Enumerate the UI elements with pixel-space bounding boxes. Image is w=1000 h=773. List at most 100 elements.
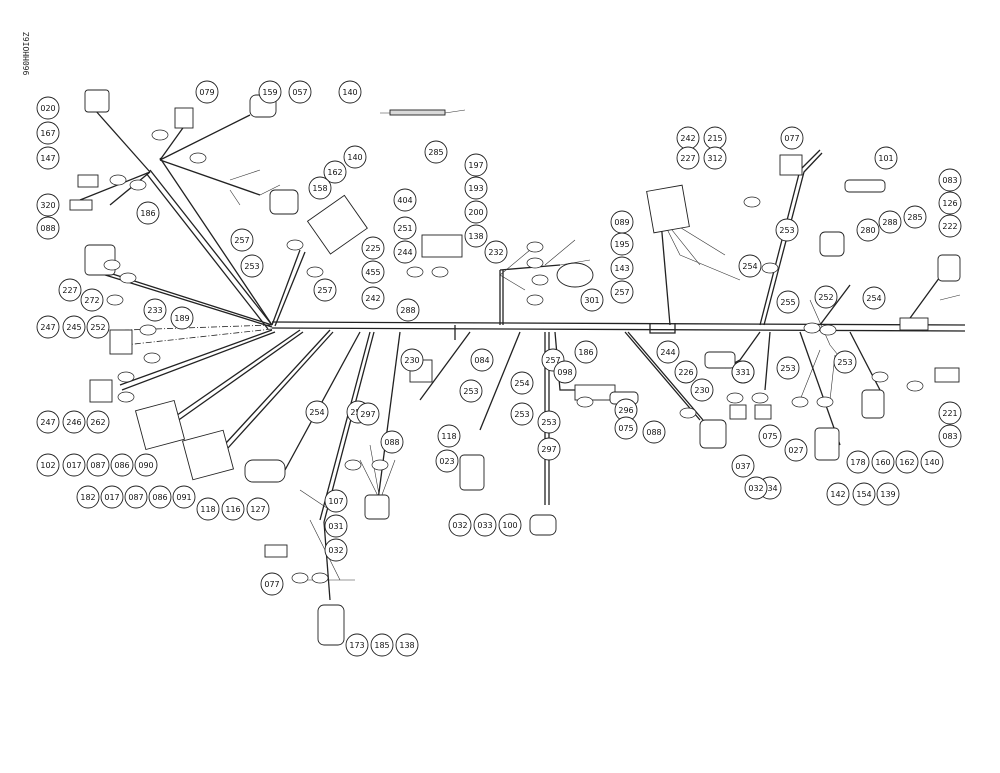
callout-number: 257	[545, 356, 560, 365]
connector-tag-marker	[117, 371, 135, 383]
callout-bubble: 254	[738, 254, 762, 278]
callout-number: 230	[404, 356, 419, 365]
callout-bubble: 020	[36, 96, 60, 120]
callout-bubble: 088	[642, 420, 666, 444]
callout-number: 098	[557, 368, 572, 377]
connector-tag-marker	[291, 572, 309, 584]
callout-number: 226	[678, 368, 693, 377]
callout-number: 032	[328, 546, 343, 555]
callout-number: 032	[452, 521, 467, 530]
callout-bubble: 215	[703, 126, 727, 150]
callout-number: 182	[80, 493, 95, 502]
callout-number: 253	[244, 262, 259, 271]
callout-number: 027	[788, 446, 803, 455]
callout-bubble: 140	[338, 80, 362, 104]
connector-tag-marker	[103, 259, 121, 271]
callout-bubble: 077	[780, 126, 804, 150]
callout-number: 173	[349, 641, 364, 650]
callout-number: 089	[614, 218, 629, 227]
callout-number: 288	[400, 306, 415, 315]
callout-bubble: 285	[424, 140, 448, 164]
callout-bubble: 280	[856, 218, 880, 242]
callout-number: 253	[541, 418, 556, 427]
callout-number: 193	[468, 184, 483, 193]
connector-tag-marker	[129, 179, 147, 191]
callout-bubble: 253	[775, 218, 799, 242]
callout-bubble: 116	[221, 497, 245, 521]
callout-number: 254	[866, 294, 881, 303]
callout-number: 140	[347, 153, 362, 162]
callout-bubble: 178	[846, 450, 870, 474]
callout-number: 139	[880, 490, 895, 499]
callout-number: 088	[40, 224, 55, 233]
connector-tag-marker	[726, 392, 744, 404]
callout-bubble: 087	[124, 485, 148, 509]
callout-number: 077	[784, 134, 799, 143]
callout-number: 285	[428, 148, 443, 157]
callout-number: 118	[200, 505, 215, 514]
callout-bubble: 225	[361, 236, 385, 260]
callout-bubble: 017	[100, 485, 124, 509]
callout-number: 257	[614, 288, 629, 297]
connector-tag-marker	[576, 396, 594, 408]
callout-number: 017	[104, 493, 119, 502]
callout-number: 084	[474, 356, 489, 365]
callout-bubble: 251	[393, 216, 417, 240]
callout-number: 020	[40, 104, 55, 113]
callout-number: 253	[463, 387, 478, 396]
callout-number: 244	[660, 348, 675, 357]
callout-bubble: 227	[676, 146, 700, 170]
callout-bubble: 253	[510, 402, 534, 426]
callout-bubble: 033	[473, 513, 497, 537]
connector-tag-marker	[743, 196, 761, 208]
callout-number: 280	[860, 226, 875, 235]
callout-number: 255	[780, 298, 795, 307]
callout-number: 167	[40, 129, 55, 138]
connector-tag-marker	[906, 380, 924, 392]
callout-bubble: 160	[871, 450, 895, 474]
callout-number: 253	[514, 410, 529, 419]
callout-number: 331	[735, 368, 750, 377]
connector-tag-marker	[189, 152, 207, 164]
callout-bubble: 254	[510, 371, 534, 395]
callout-number: 253	[779, 226, 794, 235]
callout-number: 244	[397, 248, 412, 257]
callout-number: 233	[147, 306, 162, 315]
callout-bubble: 230	[690, 378, 714, 402]
callout-number: 178	[850, 458, 865, 467]
callout-number: 147	[40, 154, 55, 163]
callout-number: 230	[694, 386, 709, 395]
connector-tag-marker	[371, 459, 389, 471]
callout-number: 032	[748, 484, 763, 493]
callout-number: 252	[818, 293, 833, 302]
callout-bubble: 301	[580, 288, 604, 312]
callout-number: 312	[707, 154, 722, 163]
connector-tag-marker	[751, 392, 769, 404]
callout-number: 031	[328, 522, 343, 531]
callout-bubble: 017	[62, 453, 86, 477]
callout-bubble: 162	[895, 450, 919, 474]
callout-bubble: 253	[833, 350, 857, 374]
callout-bubble: 242	[676, 126, 700, 150]
callout-bubble: 138	[464, 224, 488, 248]
callout-number: 200	[468, 208, 483, 217]
callout-number: 189	[174, 314, 189, 323]
callout-bubble: 186	[574, 340, 598, 364]
callout-bubble: 086	[148, 485, 172, 509]
callout-bubble: 185	[370, 633, 394, 657]
callout-number: 253	[780, 364, 795, 373]
callout-number: 126	[942, 199, 957, 208]
callout-bubble: 252	[86, 315, 110, 339]
connector-tag-marker	[109, 174, 127, 186]
callout-bubble: 297	[356, 402, 380, 426]
callout-number: 034	[762, 484, 777, 493]
callout-number: 215	[707, 134, 722, 143]
callout-number: 297	[360, 410, 375, 419]
callout-number: 225	[365, 244, 380, 253]
callout-bubble: 230	[400, 348, 424, 372]
callout-number: 232	[488, 248, 503, 257]
callout-number: 075	[618, 424, 633, 433]
callout-number: 272	[84, 296, 99, 305]
